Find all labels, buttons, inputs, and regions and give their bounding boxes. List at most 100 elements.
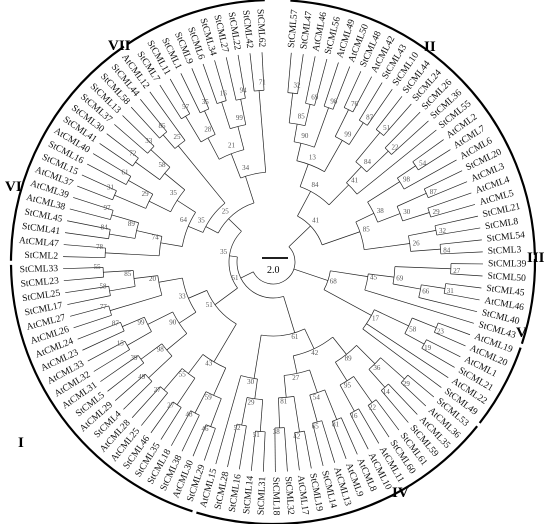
leaf-branch (297, 54, 304, 94)
clade-stem (254, 378, 258, 399)
leaf-label: StCML57 (286, 9, 300, 48)
leaf-label: StCML8 (484, 216, 519, 232)
clade-stem (288, 93, 294, 123)
leaf-branch (430, 204, 476, 218)
clade-stem (368, 273, 395, 278)
clade-stem (299, 164, 309, 187)
bootstrap-value: 33 (145, 137, 153, 145)
group-arc-vii (126, 0, 265, 46)
leaf-branch (70, 305, 109, 317)
clade-arc (172, 311, 188, 334)
leaf-branch (450, 273, 483, 277)
bootstrap-value: 35 (202, 98, 210, 106)
clade-stem (396, 192, 427, 207)
clade-arc (236, 423, 247, 427)
leaf-branch (358, 82, 383, 121)
clade-arc (367, 201, 378, 223)
bootstrap-value: 85 (298, 113, 306, 121)
leaf-branch (418, 149, 451, 171)
clade-stem (330, 270, 368, 277)
bootstrap-value: 32 (294, 82, 302, 90)
leaf-branch (421, 348, 455, 368)
clade-arc (343, 107, 354, 113)
leaf-branch (73, 197, 114, 211)
bootstrap-value: 14 (383, 388, 391, 396)
leaf-branch (287, 52, 292, 93)
clade-stem (135, 161, 160, 180)
clade-stem (324, 140, 343, 172)
clade-stem (163, 368, 183, 391)
leaf-label: StCML50 (487, 271, 526, 285)
root-arc (252, 246, 296, 285)
clade-arc (206, 290, 237, 325)
clade-arc (362, 309, 375, 330)
group-label-vii: VII (108, 38, 131, 54)
leaf-branch (367, 405, 390, 438)
leaf-branch (114, 373, 146, 401)
leaf-branch (150, 401, 174, 434)
leaf-label: StCML41 (21, 221, 61, 237)
clade-stem (109, 286, 136, 292)
bootstrap-value: 41 (312, 217, 320, 225)
leaf-branch (77, 321, 121, 340)
leaf-branch (366, 88, 393, 126)
clade-arc (174, 140, 186, 149)
clade-stem (176, 378, 196, 405)
clade-stem (397, 165, 416, 179)
leaf-branch (424, 170, 463, 190)
leaf-branch (294, 432, 300, 471)
bootstrap-value: 55 (179, 370, 187, 378)
clade-arc (299, 186, 330, 206)
clade-arc (202, 202, 226, 233)
bootstrap-value: 59 (205, 394, 213, 402)
bootstrap-value: 85 (159, 122, 167, 130)
leaf-label: AtCML17 (295, 475, 311, 516)
clade-stem (148, 355, 173, 379)
bootstrap-value: 42 (293, 432, 301, 440)
bootstrap-value: 25 (174, 133, 182, 141)
clade-stem (356, 345, 376, 364)
bootstrap-value: 52 (234, 424, 242, 432)
group-arc-i (9, 264, 193, 513)
bootstrap-value: 77 (100, 303, 108, 311)
clade-arc (368, 357, 381, 370)
bootstrap-value: 97 (104, 204, 112, 212)
bootstrap-value: 78 (96, 243, 104, 251)
group-label-v: V (516, 325, 527, 341)
leaf-branch (436, 227, 481, 236)
bootstrap-value: 99 (236, 114, 244, 122)
tree-branches (63, 52, 483, 472)
leaf-branch (340, 417, 358, 455)
leaf-branch (249, 53, 255, 92)
leaf-branch (131, 386, 161, 418)
clade-arc (412, 161, 419, 171)
leaf-label: StCML31 (256, 476, 269, 515)
leaf-branch (180, 73, 201, 113)
bootstrap-value: 23 (437, 328, 445, 336)
clade-arc (145, 373, 153, 382)
bootstrap-value: 89 (345, 355, 353, 363)
bootstrap-value: 76 (351, 100, 359, 108)
leaf-branch (400, 382, 427, 407)
bootstrap-value: 29 (142, 190, 150, 198)
clade-stem (348, 122, 364, 145)
bootstrap-value: 35 (220, 248, 228, 256)
bootstrap-value: 84 (443, 246, 451, 254)
clade-stem (230, 153, 241, 179)
clade-stem (105, 252, 160, 257)
clade-arc (439, 244, 442, 254)
bootstrap-value: 29 (433, 208, 441, 216)
leaf-branch (149, 91, 186, 141)
clade-stem (366, 150, 389, 173)
bootstrap-value: 31 (107, 184, 115, 192)
bootstrap-value: 98 (403, 175, 411, 183)
clade-arc (246, 397, 263, 400)
bootstrap-value: 26 (413, 240, 421, 248)
clade-stem (355, 132, 381, 162)
leaf-label: StCML45 (486, 283, 526, 299)
leaf-branch (63, 267, 104, 270)
clade-stem (297, 191, 311, 217)
clade-arc (434, 322, 439, 333)
leaf-branch (140, 99, 168, 133)
clade-arc (296, 160, 325, 172)
